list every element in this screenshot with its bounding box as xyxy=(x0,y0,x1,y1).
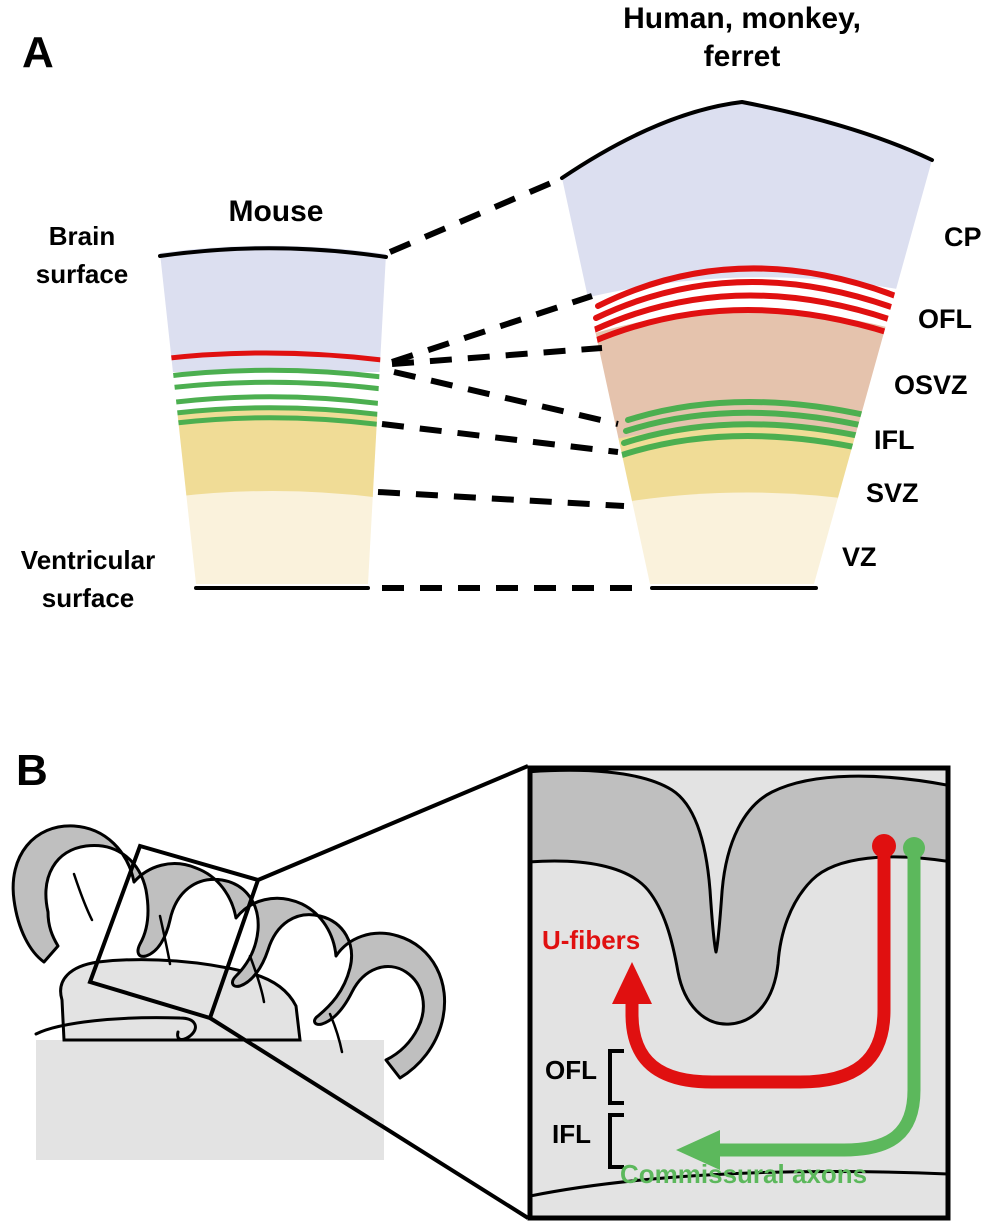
inset-gray-matter xyxy=(530,768,948,1026)
panel-letter-b: B xyxy=(16,746,48,795)
ventricle-outline xyxy=(34,1016,197,1041)
column-title-primate-line1: Human, monkey, xyxy=(623,2,861,35)
u-fiber-tract xyxy=(612,834,896,1089)
connector-brain-surface xyxy=(388,177,560,255)
column-title-mouse: Mouse xyxy=(228,195,323,228)
connector-vz xyxy=(377,489,625,509)
ventricular-surface-label-line2: surface xyxy=(42,583,135,613)
primate-zone-cp xyxy=(562,100,932,310)
mouse-ofl-fibers xyxy=(160,350,386,365)
zone-label-cp: CP xyxy=(944,222,982,252)
primate-brain-surface-line xyxy=(560,99,934,180)
zone-label-svz: SVZ xyxy=(866,478,919,508)
ventricular-surface-label-line1: Ventricular xyxy=(21,545,155,575)
ofl-bracket-label: OFL xyxy=(545,1055,597,1085)
zone-label-ifl: IFL xyxy=(874,425,915,455)
brain-surface-label-line2: surface xyxy=(36,259,129,289)
mouse-ifl-fibers xyxy=(160,367,386,430)
u-fiber-arrowhead xyxy=(612,962,652,1004)
primate-zone-vz xyxy=(562,492,932,584)
brain-cross-section xyxy=(11,824,447,1160)
magnification-leader-lines xyxy=(208,764,530,1220)
sulcal-lines xyxy=(72,872,344,1054)
connector-ifl xyxy=(393,369,619,427)
u-fiber-soma-dot xyxy=(872,834,896,858)
ifl-bracket-label: IFL xyxy=(552,1119,591,1149)
commissural-path xyxy=(713,848,921,1157)
commissural-soma-dot xyxy=(903,837,925,859)
primate-ofl-fibers xyxy=(589,265,919,345)
zone-label-vz: VZ xyxy=(842,542,877,572)
leader-line-top xyxy=(257,764,529,882)
commissural-axons-label: Commissural axons xyxy=(620,1159,867,1189)
mouse-brain-surface-line xyxy=(158,246,388,259)
cortical-ribbon xyxy=(11,824,447,1080)
mouse-zone-svz xyxy=(160,409,386,500)
zone-label-osvz: OSVZ xyxy=(894,370,968,400)
connector-ofl-osvz xyxy=(391,345,603,367)
layer-connector-lines xyxy=(377,177,648,591)
column-title-primate-line2: ferret xyxy=(704,40,781,73)
mouse-column xyxy=(158,245,388,590)
zone-label-ofl: OFL xyxy=(918,304,972,334)
connector-svz xyxy=(381,421,619,455)
inset-frame xyxy=(527,765,951,1221)
commissural-arrowhead xyxy=(676,1130,720,1170)
u-fibers-label: U-fibers xyxy=(542,925,640,955)
leader-line-bottom xyxy=(208,1016,530,1220)
u-fiber-path xyxy=(625,846,891,1089)
brain-surface-label-line1: Brain xyxy=(49,221,115,251)
ofl-bracket-icon xyxy=(608,1049,624,1105)
mouse-zone-cp xyxy=(160,245,386,372)
brain-base-block xyxy=(36,1040,384,1160)
mouse-zone-vz xyxy=(160,485,386,584)
inset-lower-boundary xyxy=(530,1169,948,1198)
panel-letter-a: A xyxy=(22,28,54,77)
inset-magnified-view xyxy=(527,765,951,1221)
commissural-axon-tract xyxy=(676,837,925,1170)
ifl-bracket-icon xyxy=(608,1113,624,1169)
